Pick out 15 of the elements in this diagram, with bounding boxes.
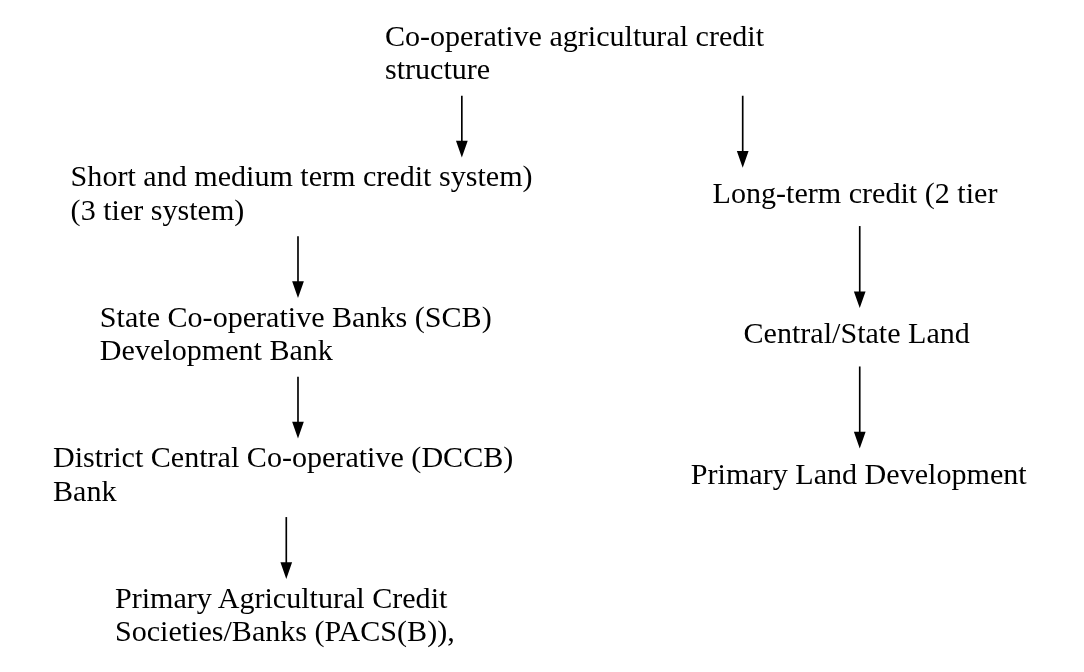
arrow [455, 94, 468, 158]
node-text: District Central Co-operative (DCCB) Bank [52, 440, 513, 508]
node-text: State Co-operative Banks (SCB) Development Bank [99, 299, 492, 368]
node-text: Long-term credit (2 tier [712, 175, 997, 210]
arrow [279, 516, 292, 579]
arrow [853, 365, 866, 449]
arrow [291, 375, 304, 439]
arrow [853, 225, 866, 309]
arrow [736, 94, 749, 168]
node-text: Primary Land Development [690, 456, 1027, 491]
arrow [291, 235, 304, 298]
node-text: Short and medium term credit system) (3 tier system) [70, 159, 533, 227]
node-text: Co-operative agricultural credit structure [384, 18, 764, 87]
node-text: Central/State Land [743, 316, 970, 351]
node-text: Primary Agricultural Credit Societies/Banks (PACS(B)), [114, 580, 455, 648]
